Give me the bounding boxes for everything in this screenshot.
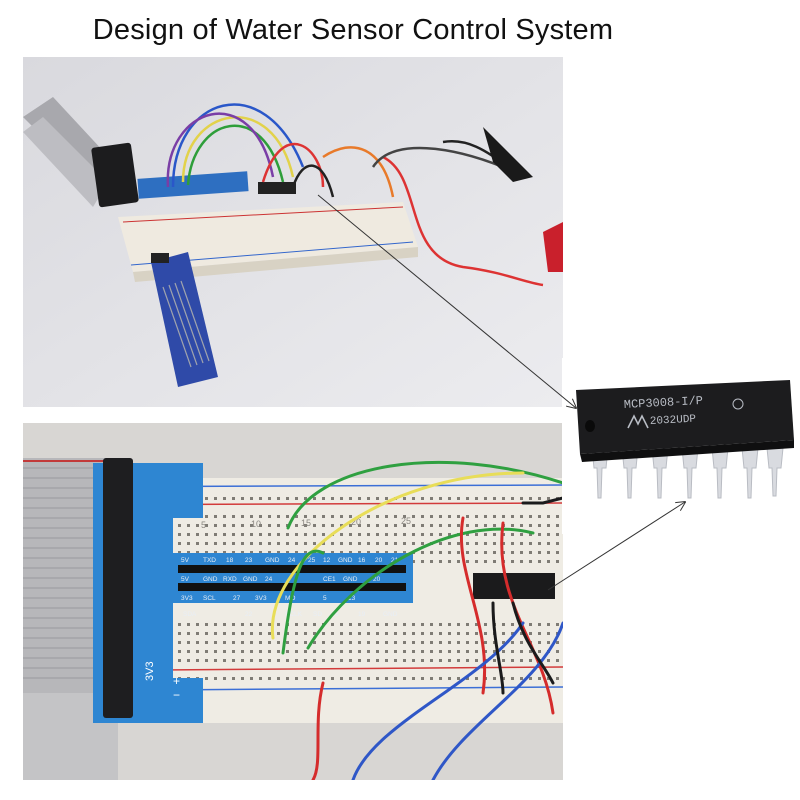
water-sensor	[151, 252, 218, 387]
pin1-notch	[585, 420, 595, 432]
pin-label: 24	[288, 557, 296, 564]
pin-label: 3V3	[181, 595, 193, 602]
pin-label: 25	[308, 557, 316, 564]
pin-label: 27	[233, 595, 241, 602]
pin-label: GND	[265, 557, 280, 564]
pin-label: GND	[243, 576, 258, 583]
chip-part-number: MCP3008-I/P	[623, 394, 703, 412]
registered-mark-icon	[732, 398, 744, 410]
pin-label: 24	[265, 576, 273, 583]
ribbon-cable	[23, 97, 139, 208]
pin-label: 22	[245, 611, 253, 618]
gpio-breakout-board	[93, 458, 413, 723]
breakout-closeup-photo: 5 10 15 20 25	[23, 423, 563, 780]
pin-label: 19	[358, 611, 366, 618]
pin-label: SCLK	[285, 611, 303, 618]
pin-label: CE1	[323, 576, 336, 583]
pin-label: 20	[373, 576, 381, 583]
ribbon-connector	[103, 458, 133, 718]
pin-label: 6	[335, 611, 339, 618]
pin-label: GND	[343, 576, 358, 583]
pin-label: TXD	[203, 557, 216, 564]
adc-chip-small	[258, 182, 296, 194]
setup-overview-photo	[23, 57, 563, 407]
pin-label: 20	[375, 557, 383, 564]
pin-label: SCL	[203, 595, 216, 602]
pin-label: 5V	[181, 576, 190, 583]
plus-label: +	[173, 674, 180, 688]
adc-chip-on-board	[473, 573, 555, 599]
column-number: 20	[351, 517, 361, 527]
pin-label: 18	[226, 557, 234, 564]
pin-label: 3V3	[255, 595, 267, 602]
pin-label: 12	[323, 557, 331, 564]
page-title: Design of Water Sensor Control System	[92, 14, 614, 46]
power-label: 3V3	[144, 661, 156, 681]
pin-label: 16	[358, 557, 366, 564]
pin-label: GND	[203, 576, 218, 583]
pin-label: SDA	[183, 611, 197, 618]
pin-label: RXD	[223, 576, 237, 583]
column-number: 10	[251, 519, 261, 529]
pin-label: GND	[338, 557, 353, 564]
microchip-logo-icon	[627, 414, 649, 429]
mcp3008-chip-closeup: MCP3008-I/P 2032UDP	[562, 358, 800, 534]
pin-label: 23	[245, 557, 253, 564]
chip-date-code: 2032UDP	[650, 414, 697, 428]
jumper-wires	[270, 460, 563, 780]
chip-body	[576, 380, 794, 462]
pin-label: 5	[323, 595, 327, 602]
column-number: 15	[301, 518, 311, 528]
pin-label: GND	[383, 611, 398, 618]
pin-label: 5V	[181, 557, 190, 564]
column-number: 5	[201, 520, 206, 530]
pin-label: SD	[313, 611, 322, 618]
pin-label: 13	[348, 595, 356, 602]
column-number: 25	[401, 516, 411, 526]
minus-label: −	[173, 688, 180, 702]
